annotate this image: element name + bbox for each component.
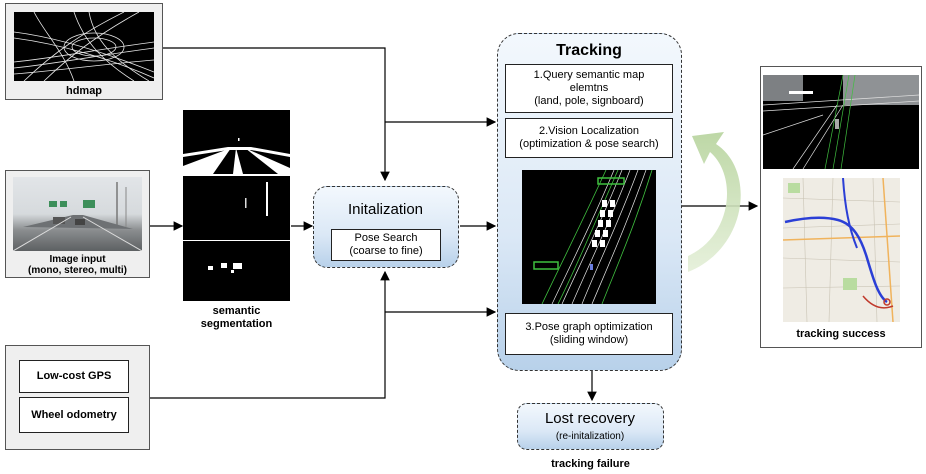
localization-image bbox=[522, 169, 656, 305]
step3-line2: (sliding window) bbox=[549, 334, 629, 346]
image-input-subtitle: (mono, stereo, multi) bbox=[28, 265, 127, 276]
tracking-box: Tracking 1.Query semantic map elemtns (l… bbox=[497, 33, 682, 371]
step1-line2: elemtns bbox=[569, 82, 609, 94]
success-camera-image bbox=[762, 74, 920, 170]
success-map-image bbox=[783, 178, 900, 322]
pose-search-box: Pose Search (coarse to fine) bbox=[331, 229, 441, 261]
lost-recovery-box: Lost recovery (re-initalization) bbox=[517, 403, 664, 450]
hdmap-label: hdmap bbox=[65, 85, 103, 97]
hdmap-box: hdmap bbox=[5, 3, 163, 100]
image-input-title: Image input bbox=[49, 254, 106, 265]
pose-search-line1: Pose Search bbox=[354, 232, 418, 244]
step3-box: 3.Pose graph optimization (sliding windo… bbox=[505, 313, 673, 355]
step2-line2: (optimization & pose search) bbox=[519, 138, 659, 150]
lost-recovery-title: Lost recovery bbox=[544, 410, 636, 427]
tracking-failure-caption: tracking failure bbox=[551, 458, 630, 470]
seg-label-line1: semantic bbox=[212, 305, 261, 317]
hdmap-image bbox=[13, 11, 155, 82]
step2-box: 2.Vision Localization (optimization & po… bbox=[505, 118, 673, 158]
init-title: Initalization bbox=[347, 201, 424, 218]
gps-label: Low-cost GPS bbox=[36, 370, 112, 382]
camera-image bbox=[12, 177, 143, 252]
step2-line1: 2.Vision Localization bbox=[538, 125, 640, 137]
sensors-box: Low-cost GPS Wheel odometry bbox=[5, 345, 150, 450]
success-box: tracking success bbox=[760, 66, 922, 348]
step1-line1: 1.Query semantic map bbox=[533, 69, 645, 81]
odometry-label: Wheel odometry bbox=[31, 408, 117, 421]
seg-label-line2: segmentation bbox=[200, 318, 273, 330]
seg-lane-image bbox=[183, 110, 290, 174]
loop-arrow bbox=[688, 132, 741, 272]
sensors-to-init-arrow bbox=[150, 270, 390, 399]
step1-box: 1.Query semantic map elemtns (land, pole… bbox=[505, 64, 673, 113]
pose-search-line2: (coarse to fine) bbox=[349, 245, 423, 257]
step1-line3: (land, pole, signboard) bbox=[534, 95, 644, 107]
hdmap-to-init-arrow bbox=[160, 47, 390, 182]
odometry-box: Wheel odometry bbox=[19, 397, 129, 433]
lost-recovery-subtitle: (re-initalization) bbox=[555, 431, 625, 442]
tracking-success-caption: tracking success bbox=[796, 328, 886, 340]
seg-sign-image bbox=[183, 241, 290, 301]
image-input-box: Image input (mono, stereo, multi) bbox=[5, 170, 150, 278]
initialization-box: Initalization Pose Search (coarse to fin… bbox=[313, 186, 459, 268]
tracking-title: Tracking bbox=[556, 42, 622, 59]
step3-line1: 3.Pose graph optimization bbox=[525, 321, 653, 333]
gps-box: Low-cost GPS bbox=[19, 360, 129, 393]
seg-pole-image bbox=[183, 176, 290, 240]
